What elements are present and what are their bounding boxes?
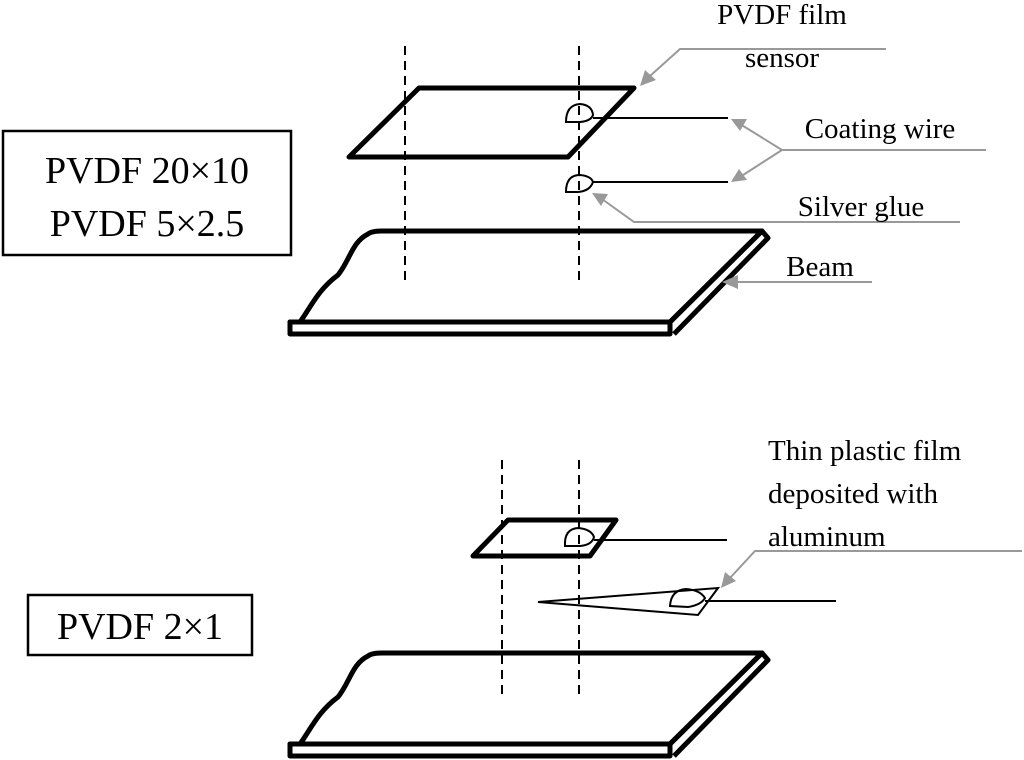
arrow-pvdf-film-sensor (640, 70, 656, 86)
label-pvdf-film-sensor-line-2: sensor (745, 42, 819, 74)
label-coating-wire: Coating wire (805, 113, 956, 145)
top-beam (287, 228, 765, 325)
arrow-beam (722, 275, 738, 289)
bottom-beam (287, 650, 765, 747)
top-assembly: PVDF 20×10 PVDF 5×2.5 PVDF film sensor C… (1, 0, 986, 337)
label-silver-glue: Silver glue (798, 191, 924, 223)
bottom-thin-plastic-film (537, 586, 721, 617)
top-size-line-1: PVDF 20×10 (45, 150, 249, 192)
arrow-silver-glue (592, 193, 608, 206)
bottom-beam-front-face (287, 741, 673, 759)
top-size-box (1, 129, 293, 257)
arrow-thin-plastic-film (721, 572, 736, 588)
label-thin-plastic-film-line-2: deposited with (768, 478, 938, 510)
leader-thin-plastic-film (729, 550, 1022, 579)
label-thin-plastic-film-line-1: Thin plastic film (768, 435, 962, 467)
bottom-assembly: PVDF 2×1 Thin plastic film deposited wit… (26, 435, 1022, 759)
leader-pvdf-film-sensor (649, 48, 886, 77)
bottom-beam-side-face (668, 650, 771, 758)
label-beam: Beam (786, 251, 854, 283)
arrow-coating-wire-upper (731, 119, 747, 131)
top-sensor-glue-blob (564, 102, 595, 123)
top-beam-front-face (287, 319, 673, 337)
arrow-coating-wire-lower (731, 169, 747, 182)
top-beam-side-face (668, 228, 771, 336)
label-pvdf-film-sensor-line-1: PVDF film (717, 0, 847, 31)
bottom-film-glue-blob (668, 587, 707, 609)
top-pvdf-film-sensor (346, 85, 637, 160)
top-size-line-2: PVDF 5×2.5 (50, 203, 245, 245)
bottom-sensor-glue-blob (563, 526, 596, 547)
bottom-size-line-1: PVDF 2×1 (57, 606, 223, 648)
leader-silver-glue (601, 198, 960, 223)
leader-coating-wire-to-lower (739, 149, 783, 178)
top-beam-glue-blob (564, 173, 595, 193)
bottom-size-box (26, 593, 254, 657)
label-thin-plastic-film-line-3: aluminum (768, 521, 886, 553)
bottom-pvdf-film-sensor (470, 517, 619, 559)
